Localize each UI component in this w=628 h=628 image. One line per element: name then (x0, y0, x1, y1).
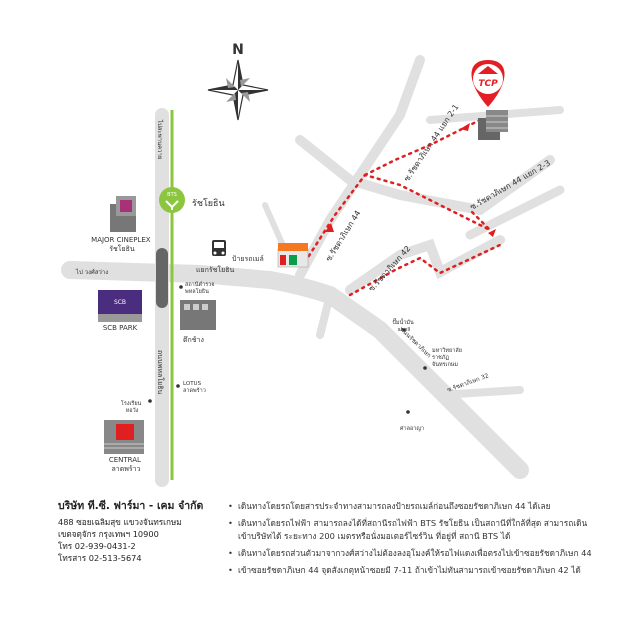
police-label: สถานีตำรวจ พหลโยธิน (185, 281, 216, 295)
central-building (104, 420, 144, 454)
scb-park-label: SCB PARK (103, 324, 138, 332)
compass-north-label: N (232, 42, 244, 58)
scb-logo: SCB (114, 299, 126, 306)
elephant-tower-label: ตึกช้าง (183, 335, 204, 344)
direction-item: เดินทางโดยรถโดยสารประจำทางสามารถลงป้ายรถ… (228, 500, 600, 513)
lotus-label: LOTUS ลาดพร้าว (183, 381, 206, 394)
road-label-soi-44-1: ซ.รัชดาภิเษก 44 แยก 2-1 (402, 103, 460, 184)
major-cineplex-building (110, 196, 136, 232)
compass-rose: N (207, 42, 269, 121)
school-label: โรงเรียน หอวัง (121, 399, 143, 414)
seven-eleven-shop (277, 243, 309, 268)
direction-item: เดินทางโดยรถส่วนตัวมาจากวงศ์สว่างไม่ต้อง… (228, 547, 600, 560)
company-logo-text: TCP (478, 79, 498, 89)
university-label: มหาวิทยาลัย ราชภัฏ จันทรเกษม (432, 347, 464, 368)
road-label-ratchayothin: แยกรัชโยธิน (196, 265, 234, 274)
map-points (148, 285, 427, 414)
elephant-tower-building (180, 300, 216, 330)
central-label: CENTRAL ลาดพร้าว (109, 456, 143, 473)
map: N TCP ป้ายรถเมล์ BTS รัชโยธิน (61, 42, 565, 487)
company-name: บริษัท ที.ซี. ฟาร์มา - เคม จำกัด (58, 500, 204, 512)
road-label-to-north: ไปสะพานควาย (156, 119, 164, 159)
bts-station-icon: BTS (159, 187, 185, 213)
company-info: บริษัท ที.ซี. ฟาร์มา - เคม จำกัด 488 ซอย… (58, 500, 228, 564)
scb-park-building: SCB (98, 290, 142, 322)
company-address-line2: เขตจตุจักร กรุงเทพฯ 10900 (58, 529, 159, 539)
direction-item: เดินทางโดยรถไฟฟ้า สามารถลงได้ที่สถานีรถไ… (228, 517, 600, 543)
svg-text:BTS: BTS (167, 192, 177, 198)
bus-stop-label: ป้ายรถเมล์ (232, 255, 264, 263)
direction-item: เข้าซอยรัชดาภิเษก 44 จุดสังเกตุหน้าซอยมี… (228, 564, 600, 577)
major-cineplex-label: MAJOR CINEPLEX รัชโยธิน (91, 236, 153, 253)
tunnel (156, 248, 168, 308)
court-label: ศาลอาญา (400, 425, 424, 432)
directions-list: เดินทางโดยรถโดยสารประจำทางสามารถลงป้ายรถ… (228, 500, 600, 581)
route-arrows (325, 123, 496, 237)
route-path (303, 118, 502, 297)
company-fax: โทรสาร 02-513-5674 (58, 553, 142, 563)
company-building (478, 110, 508, 140)
shell-label: ปั๊มน้ำมัน shell (392, 318, 415, 333)
road-label-to-west: ไป วงศ์สว่าง (75, 268, 108, 276)
company-address-line1: 488 ซอยเฉลิมสุข แขวงจันทรเกษม (58, 517, 182, 527)
road-label-phahonyothin: ถนนพหลโยธิน (156, 350, 165, 394)
company-tel: โทร 02-939-0431-2 (58, 541, 136, 551)
bus-icon (212, 240, 226, 256)
location-pin: TCP (471, 60, 505, 107)
bts-station-label: รัชโยธิน (192, 198, 225, 209)
